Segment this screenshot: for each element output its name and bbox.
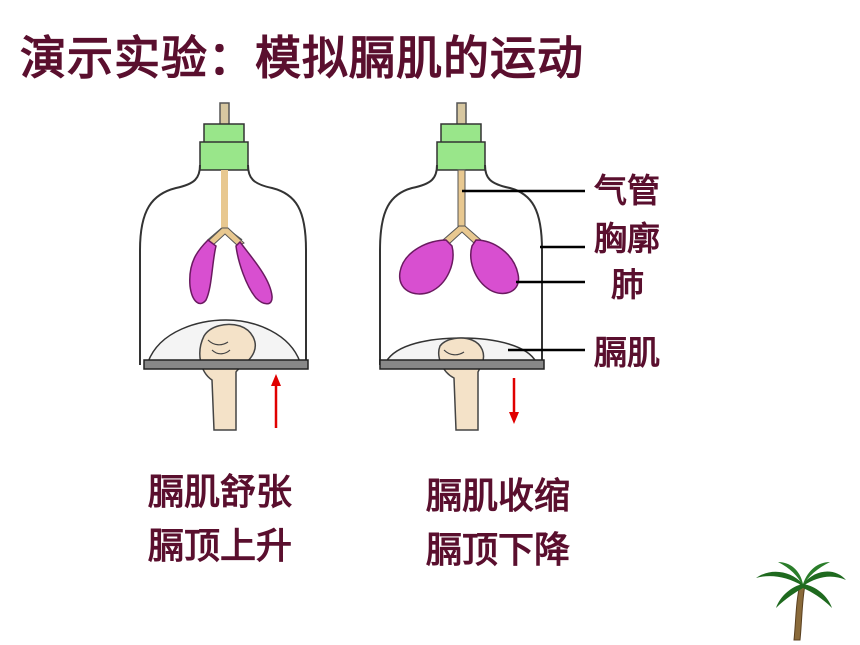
- page-title: 演示实验：模拟膈肌的运动: [20, 31, 584, 85]
- model-exhale: [139, 102, 309, 431]
- lung-right-b: [470, 239, 520, 295]
- base-plate-right: [379, 359, 545, 370]
- lung-left-b: [235, 240, 273, 305]
- caption-right-line2: 膈顶下降: [426, 530, 571, 571]
- lung-left-a: [189, 239, 217, 305]
- lung-right-a: [399, 239, 454, 295]
- caption-left-line1: 膈肌舒张: [148, 472, 293, 513]
- bell-jar-left: [139, 164, 307, 365]
- caption-left: 膈肌舒张 膈顶上升: [148, 466, 292, 574]
- model-inhale: [379, 102, 545, 431]
- caption-right-line1: 膈肌收缩: [426, 476, 571, 517]
- label-trachea: 气管: [594, 171, 660, 210]
- stopper-left: [203, 123, 245, 145]
- label-diaphragm: 膈肌: [594, 333, 660, 372]
- bell-jar-right: [379, 164, 543, 365]
- palm-tree-icon: [756, 562, 846, 641]
- stopper-right: [440, 123, 482, 145]
- trachea-right: [457, 169, 466, 229]
- label-lung: 肺: [611, 265, 644, 304]
- base-plate-left: [143, 359, 309, 370]
- caption-right: 膈肌收缩 膈顶下降: [426, 470, 570, 578]
- label-thorax: 胸廓: [594, 219, 660, 258]
- caption-left-line2: 膈顶上升: [148, 526, 293, 567]
